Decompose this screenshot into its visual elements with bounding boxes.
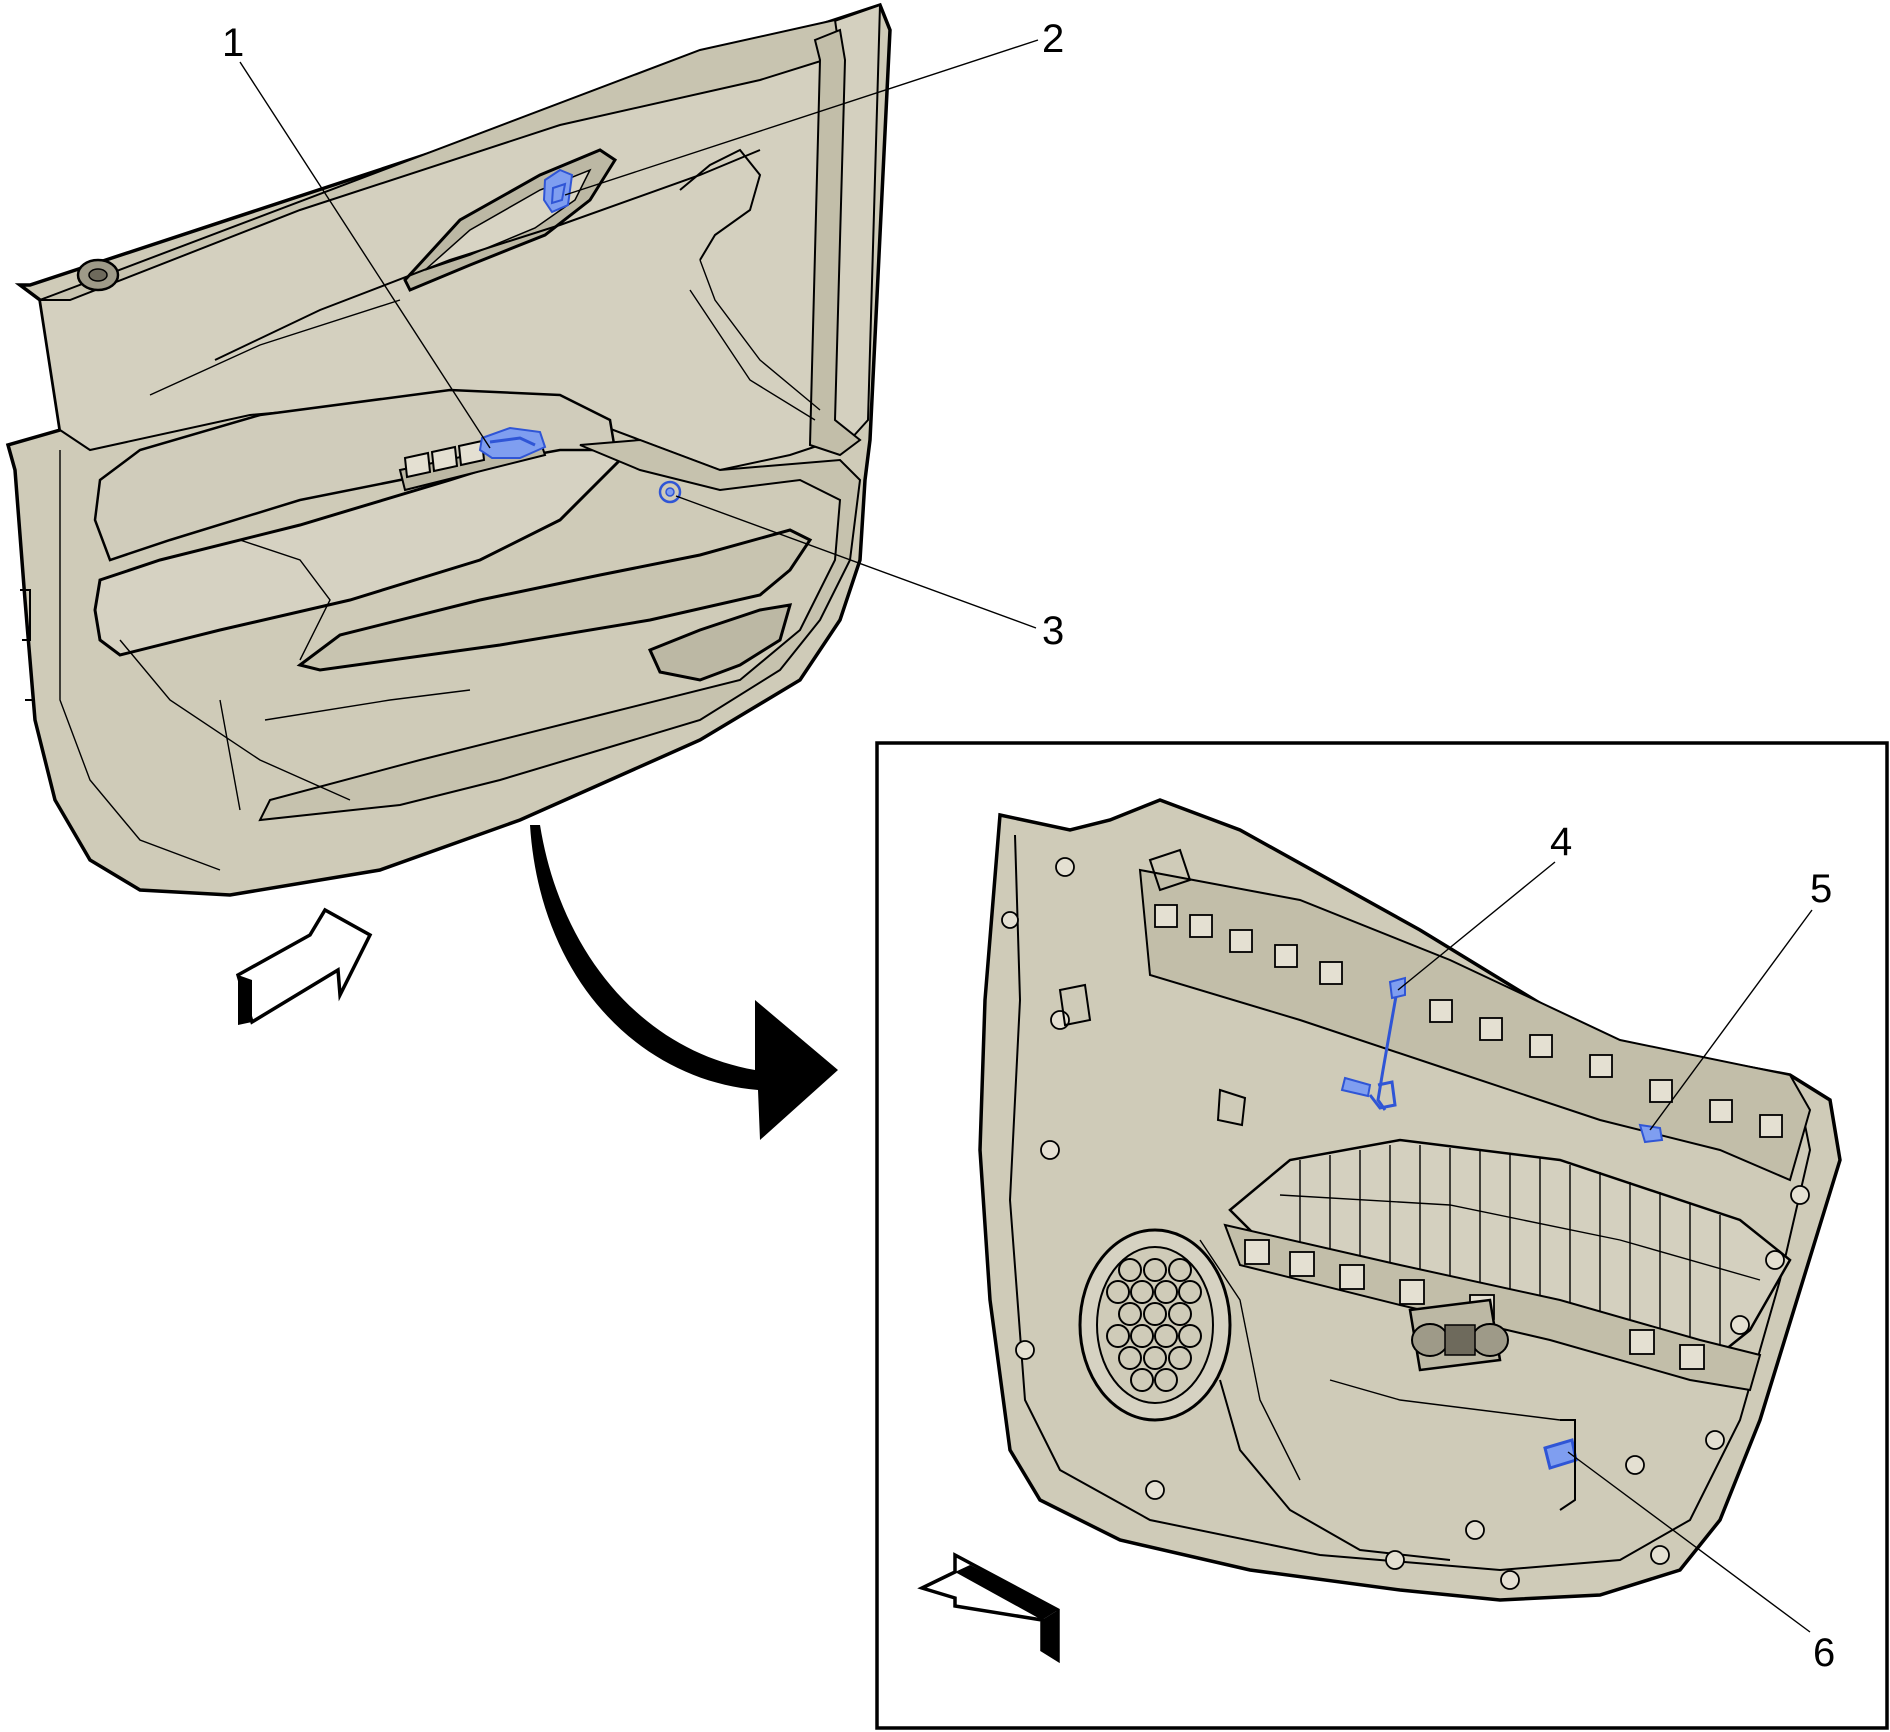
speaker-grille — [1078, 1228, 1232, 1422]
callout-label-1: 1 — [222, 21, 244, 65]
mirror-mount-hole — [76, 258, 120, 292]
callout-3: 3 — [675, 495, 1064, 653]
callout-6: 6 — [1567, 1451, 1835, 1675]
view-direction-arrow-front — [235, 907, 373, 1025]
upper-rib-rail — [1138, 868, 1812, 1182]
window-switch-panel — [398, 426, 547, 492]
map-pocket — [296, 528, 813, 672]
callout-5: 5 — [1649, 867, 1832, 1131]
armrest-top-bolster — [93, 388, 617, 562]
armrest — [93, 438, 622, 657]
perimeter-push-pins — [1001, 857, 1810, 1590]
upper-retainer-clips — [1154, 904, 1783, 1138]
callout-4: 4 — [1397, 820, 1572, 991]
switch-connector — [1638, 1123, 1664, 1144]
door-trim-panel-rear-view — [978, 798, 1842, 1602]
door-panel-rear-pillar — [808, 28, 862, 457]
door-panel-top-cap — [39, 18, 842, 301]
callout-label-2: 2 — [1042, 17, 1064, 61]
handle-housing — [1408, 1298, 1509, 1372]
wiring-harness-connector — [1340, 976, 1406, 1111]
callout-label-6: 6 — [1813, 1631, 1835, 1675]
lamp-connector — [1543, 1419, 1578, 1511]
callout-label-3: 3 — [1042, 609, 1064, 653]
pull-cup — [647, 603, 793, 682]
pocket-ribbed-backing — [1228, 1138, 1792, 1372]
door-panel-lower-trim — [258, 438, 862, 822]
door-lock-switch — [542, 168, 574, 214]
transition-arrow — [530, 825, 838, 1140]
callout-label-5: 5 — [1810, 867, 1832, 911]
view-direction-arrow-rear — [917, 1552, 1060, 1664]
callout-1: 1 — [222, 21, 491, 449]
door-speaker-tweeter — [658, 480, 682, 504]
callout-label-4: 4 — [1550, 820, 1572, 864]
callout-2: 2 — [564, 17, 1064, 196]
door-trim-panel-front-view — [5, 2, 892, 897]
